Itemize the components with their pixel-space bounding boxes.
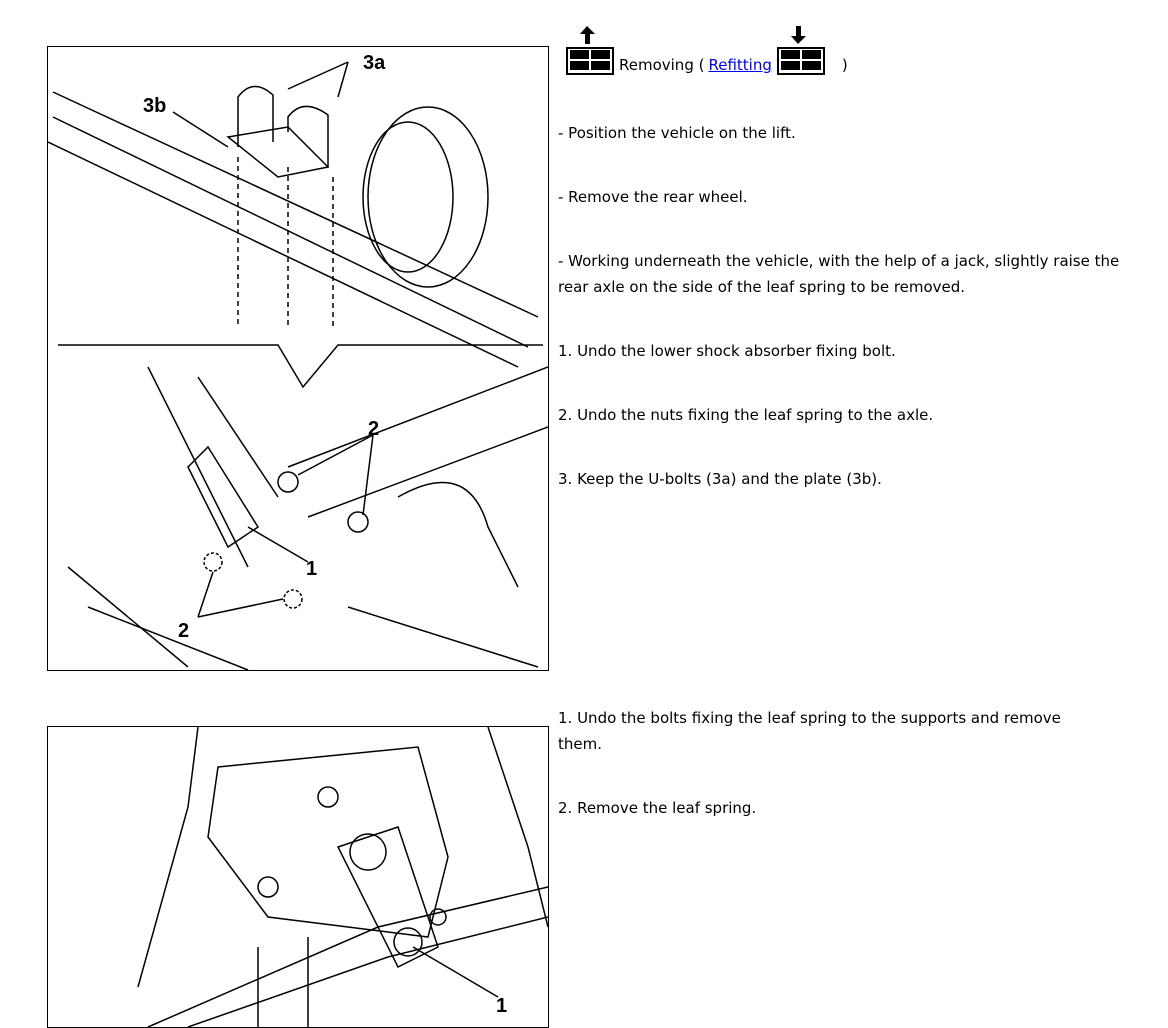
callout-2-dashed: 2 <box>178 620 189 642</box>
step: 1. Undo the bolts fixing the leaf spring… <box>558 709 1061 753</box>
step: 3. Keep the U-bolts (3a) and the plate (… <box>558 470 882 488</box>
callout-1: 1 <box>306 558 317 580</box>
section1-steps: - Position the vehicle on the lift. - Re… <box>558 120 1148 530</box>
figure-leaf-spring-axle: 3a 3b 2 1 2 <box>47 46 549 671</box>
step: - Remove the rear wheel. <box>558 188 748 206</box>
step: 2. Undo the nuts fixing the leaf spring … <box>558 406 934 424</box>
step: - Working underneath the vehicle, with t… <box>558 252 1120 296</box>
close-paren: ) <box>841 56 848 74</box>
step: 2. Remove the leaf spring. <box>558 799 757 817</box>
callout-3b: 3b <box>143 95 166 117</box>
section2-steps: 1. Undo the bolts fixing the leaf spring… <box>558 705 1148 859</box>
figure-leaf-spring-support: 1 <box>47 726 549 1028</box>
callout-2: 2 <box>368 418 379 440</box>
callout-3a: 3a <box>363 52 386 74</box>
step: 1. Undo the lower shock absorber fixing … <box>558 342 896 360</box>
refitting-icon <box>776 26 825 75</box>
refitting-link[interactable]: Refitting <box>708 56 772 74</box>
removing-icon <box>566 26 614 75</box>
removing-label: Removing ( <box>619 56 705 74</box>
step: - Position the vehicle on the lift. <box>558 124 796 142</box>
callout-1: 1 <box>496 995 507 1017</box>
procedure-header: Removing ( Refitting ) <box>565 26 848 76</box>
